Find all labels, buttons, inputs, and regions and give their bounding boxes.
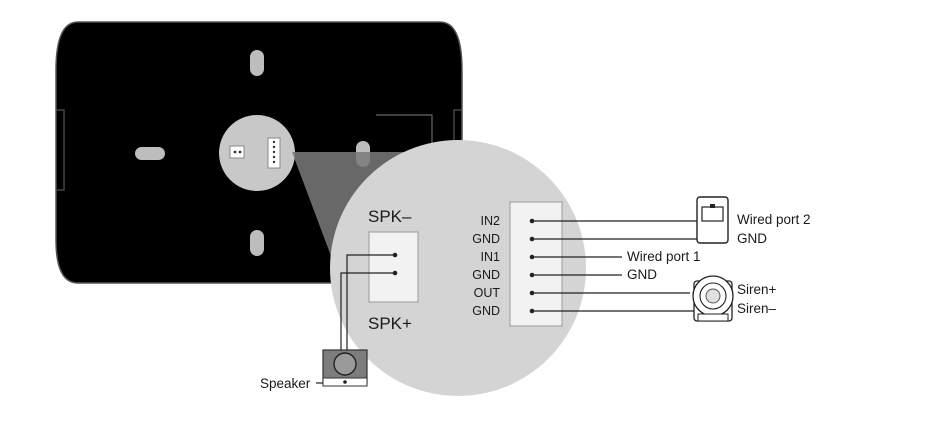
spk-plus-label: SPK+ — [368, 314, 412, 333]
wired-port-2-label: Wired port 2 — [737, 212, 811, 227]
mount-slot-top — [250, 50, 264, 76]
speaker-wires — [340, 254, 393, 350]
mount-slot-left — [135, 147, 165, 160]
connector-area-small — [219, 115, 295, 191]
mount-slot-bottom — [250, 230, 264, 256]
pin-label: GND — [472, 268, 500, 282]
siren-icon — [692, 275, 734, 322]
terminal-block: IN2 GND IN1 GND OUT GND — [472, 201, 563, 327]
speaker-label: Speaker — [260, 376, 311, 391]
pin-label: GND — [472, 304, 500, 318]
siren-plus-label: Siren+ — [737, 282, 777, 297]
speaker-connector: SPK– SPK+ — [368, 207, 419, 333]
terminal-wires — [534, 220, 700, 312]
pin-label: GND — [472, 232, 500, 246]
gnd-label-2: GND — [627, 267, 657, 282]
spk-minus-label: SPK– — [368, 207, 412, 226]
wired-port-1-label: Wired port 1 — [627, 249, 701, 264]
pin-label: OUT — [474, 286, 501, 300]
pin-label: IN1 — [481, 250, 501, 264]
speaker-icon — [316, 349, 368, 387]
siren-minus-label: Siren– — [737, 301, 777, 316]
gnd-label-1: GND — [737, 231, 767, 246]
door-sensor-icon — [696, 196, 729, 244]
pin-label: IN2 — [481, 214, 501, 228]
